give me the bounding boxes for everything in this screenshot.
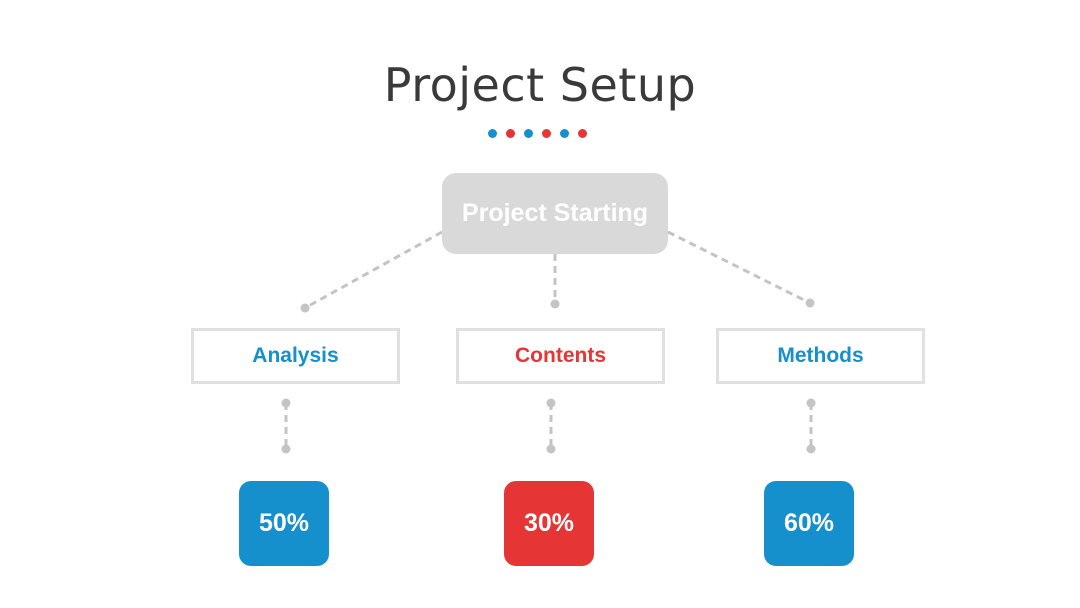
connector-node-dot — [546, 444, 556, 454]
connector-root-analysis — [304, 230, 443, 310]
node-contents-label: Contents — [515, 344, 606, 367]
connector-node-dot — [806, 398, 816, 408]
node-methods-label: Methods — [777, 344, 864, 367]
decor-dot — [506, 129, 515, 138]
connector-node-dot — [550, 299, 560, 309]
contents-percent-badge: 30% — [504, 481, 594, 566]
node-methods: Methods — [716, 328, 925, 384]
connector-node-dot — [281, 444, 291, 454]
connector-node-dot — [281, 398, 291, 408]
connector-node-dot — [546, 398, 556, 408]
decor-dot — [542, 129, 551, 138]
node-analysis-label: Analysis — [252, 344, 339, 367]
root-node-project-starting: Project Starting — [442, 173, 668, 254]
connector-node-dot — [300, 303, 310, 313]
decor-dot — [560, 129, 569, 138]
page-title: Project Setup — [383, 58, 697, 112]
connector-node-dot — [805, 298, 815, 308]
connector-root-methods — [667, 230, 811, 305]
decor-dot — [488, 129, 497, 138]
decorative-dots — [488, 129, 587, 139]
node-contents: Contents — [456, 328, 665, 384]
decor-dot — [524, 129, 533, 138]
methods-percent-badge: 60% — [764, 481, 854, 566]
analysis-percent-badge: 50% — [239, 481, 329, 566]
node-analysis: Analysis — [191, 328, 400, 384]
decor-dot — [578, 129, 587, 138]
connector-node-dot — [806, 444, 816, 454]
